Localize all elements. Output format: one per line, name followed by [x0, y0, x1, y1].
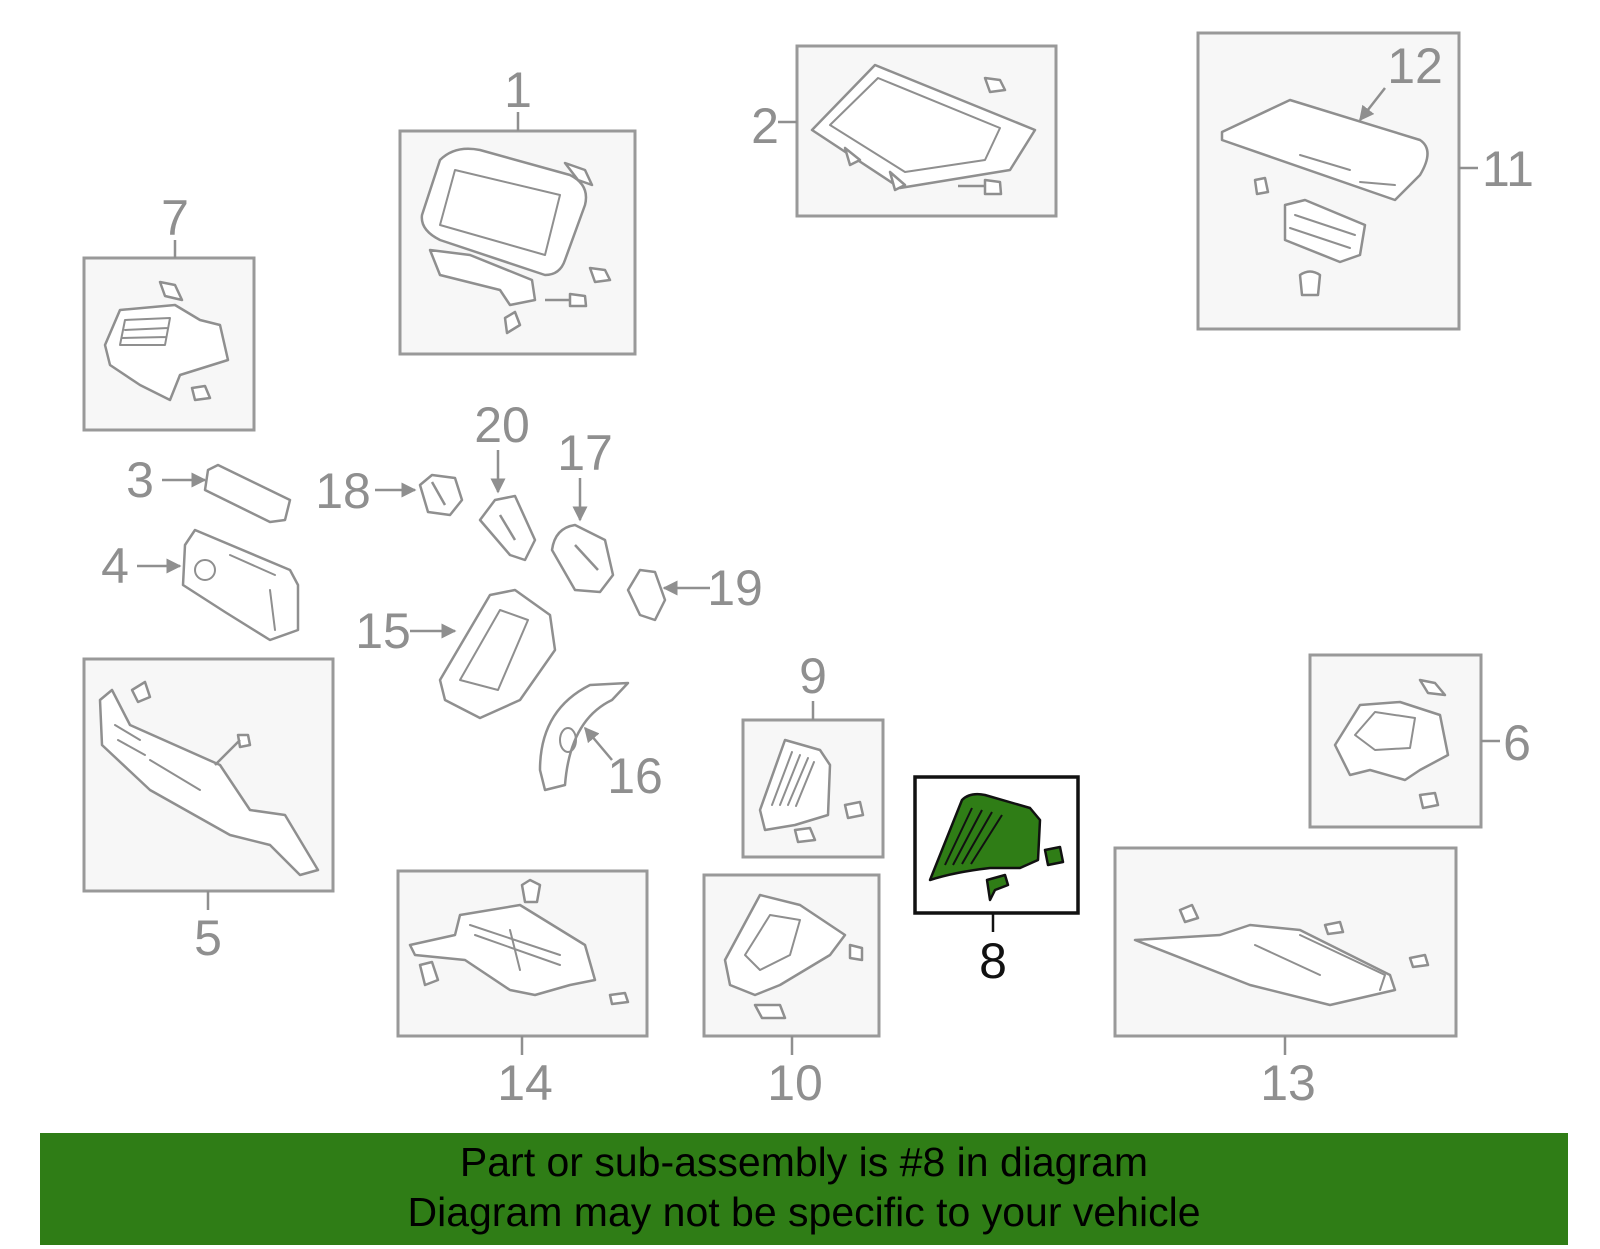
loose-part-18[interactable]: 18 [315, 463, 464, 519]
console-panel-part-illustration [438, 588, 557, 720]
callout-7[interactable]: 7 [161, 190, 189, 246]
banner-line-disclaimer: Diagram may not be specific to your vehi… [407, 1189, 1201, 1235]
switch-panel-part-illustration [181, 528, 300, 642]
callout-14[interactable]: 14 [497, 1055, 553, 1111]
callout-4[interactable]: 4 [101, 538, 129, 594]
callout-13[interactable]: 13 [1260, 1055, 1316, 1111]
callout-20[interactable]: 20 [474, 397, 530, 453]
glove-box-part-illustration [1133, 903, 1430, 1007]
meter-hood-part-illustration [420, 147, 612, 335]
callout-18[interactable]: 18 [315, 463, 371, 519]
part-group-2[interactable]: 2 [751, 44, 1058, 218]
part-group-6[interactable]: 6 [1308, 653, 1531, 829]
callout-11[interactable]: 11 [1482, 141, 1534, 197]
vent-highlighted-part-illustration [928, 792, 1065, 902]
part-group-5[interactable]: 5 [82, 657, 335, 966]
trim-arc-part-illustration [538, 681, 630, 792]
callout-8[interactable]: 8 [979, 933, 1007, 989]
callout-2[interactable]: 2 [751, 98, 779, 154]
part-group-10[interactable]: 10 [702, 873, 881, 1111]
switch-bezel-part-illustration [478, 494, 537, 562]
display-panel-part-illustration [810, 63, 1037, 196]
loose-part-15[interactable]: 15 [355, 588, 557, 720]
part-group-9[interactable]: 9 [741, 648, 885, 859]
loose-part-16[interactable]: 16 [538, 681, 663, 804]
lid-part-illustration [1220, 98, 1429, 297]
loose-part-19[interactable]: 19 [626, 560, 763, 622]
callout-3[interactable]: 3 [126, 452, 154, 508]
left-vent-part-illustration [103, 280, 230, 402]
callout-15[interactable]: 15 [355, 603, 411, 659]
loose-part-17[interactable]: 17 [550, 425, 615, 594]
callout-1[interactable]: 1 [504, 62, 532, 118]
loose-part-3[interactable]: 3 [126, 452, 292, 524]
part-group-8[interactable]: 8 [913, 775, 1080, 989]
part-group-7[interactable]: 7 [82, 190, 256, 432]
lower-panel-part-illustration [408, 878, 630, 1006]
loose-part-20[interactable]: 20 [474, 397, 537, 562]
part-group-13[interactable]: 13 [1113, 846, 1458, 1111]
leader-line-16 [584, 726, 613, 761]
callout-16[interactable]: 16 [607, 748, 663, 804]
loose-part-4[interactable]: 4 [101, 528, 300, 642]
knob-part-illustration [418, 473, 464, 517]
lower-cover-part-illustration [98, 680, 320, 877]
leader-line-12 [1359, 87, 1386, 122]
center-panel-part-illustration [723, 893, 864, 1020]
callout-17[interactable]: 17 [557, 425, 613, 481]
trim-strip-part-illustration [203, 463, 292, 524]
callout-5[interactable]: 5 [194, 910, 222, 966]
info-banner: Part or sub-assembly is #8 in diagram Di… [40, 1133, 1568, 1245]
callout-9[interactable]: 9 [799, 648, 827, 704]
dial-part-illustration [550, 523, 615, 594]
cover-part-illustration [626, 568, 667, 622]
center-vent-part-illustration [758, 738, 865, 844]
callout-19[interactable]: 19 [707, 560, 763, 616]
banner-line-part: Part or sub-assembly is #8 in diagram [459, 1139, 1149, 1185]
part-group-11[interactable]: 11 12 [1196, 31, 1534, 331]
callout-10[interactable]: 10 [767, 1055, 823, 1111]
part-group-14[interactable]: 14 [396, 869, 649, 1111]
callout-12[interactable]: 12 [1387, 38, 1443, 94]
callout-6[interactable]: 6 [1503, 715, 1531, 771]
part-group-1[interactable]: 1 [398, 62, 637, 356]
right-vent-part-illustration [1333, 678, 1450, 810]
